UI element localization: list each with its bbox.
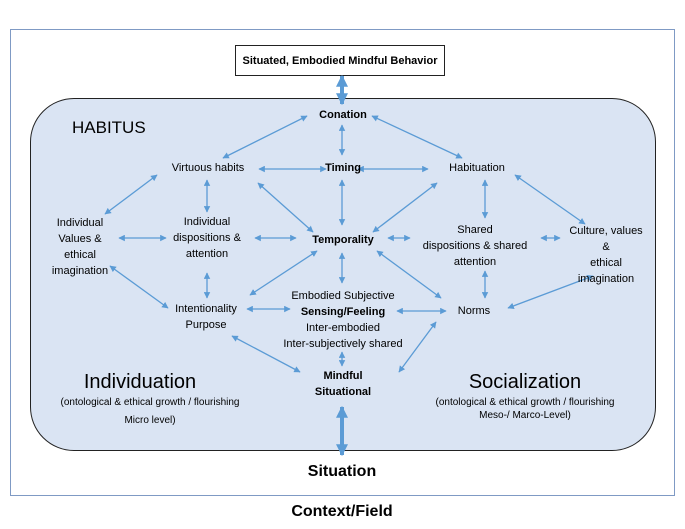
individuation-subtitle: (ontological & ethical growth / flourish… <box>60 397 240 408</box>
behavior-box: Situated, Embodied Mindful Behavior <box>235 45 445 76</box>
mindful-node: Mindful Situational <box>300 368 386 400</box>
individual-dispositions-line: Individual <box>183 216 231 228</box>
embodied-line: Sensing/Feeling <box>300 306 386 318</box>
intentionality-line: Purpose <box>185 319 227 331</box>
individual-dispositions-line: attention <box>185 248 229 260</box>
embodied-line: Embodied Subjective <box>291 290 395 302</box>
shared-dispositions-node: Shared dispositions & shared attention <box>410 222 540 270</box>
connector-arrow <box>372 182 438 233</box>
individual-values-line: Individual <box>56 217 104 229</box>
connector-arrow <box>231 335 301 373</box>
culture-line: ethical <box>590 257 622 269</box>
context-field-label: Context/Field <box>291 503 393 520</box>
individual-values-line: Values & <box>58 233 102 245</box>
habituation-node: Habituation <box>449 162 505 174</box>
situation-label: Situation <box>307 463 377 480</box>
conation-node: Conation <box>319 109 367 121</box>
connector-arrow <box>507 275 594 309</box>
culture-line: Culture, values <box>569 225 643 237</box>
shared-dispositions-line: Shared <box>457 224 493 236</box>
mindful-line: Situational <box>314 386 372 398</box>
individuation-title: Individuation <box>83 371 197 393</box>
socialization-subtitle: (ontological & ethical growth / flourish… <box>435 397 615 408</box>
individual-dispositions-line: dispositions & <box>173 232 241 244</box>
intentionality-line: Intentionality <box>175 303 237 315</box>
individual-dispositions-node: Individual dispositions & attention <box>162 214 252 262</box>
embodied-node: Embodied Subjective Sensing/Feeling Inte… <box>270 288 416 352</box>
connector-arrow <box>514 174 586 225</box>
shared-dispositions-line: attention <box>453 256 497 268</box>
embodied-line: Inter-subjectively shared <box>283 338 403 350</box>
shared-dispositions-line: dispositions & shared <box>422 240 528 252</box>
socialization-level: Meso-/ Marco-Level) <box>479 410 571 421</box>
temporality-node: Temporality <box>312 234 374 246</box>
behavior-label: Situated, Embodied Mindful Behavior <box>242 54 438 67</box>
timing-node: Timing <box>325 162 361 174</box>
culture-line: imagination <box>577 273 635 285</box>
connector-arrow <box>376 250 442 299</box>
individuation-level: Micro level) <box>124 415 176 426</box>
individual-values-node: Individual Values & ethical imagination <box>40 215 120 279</box>
mindful-line: Mindful <box>323 370 363 382</box>
connector-arrow <box>222 115 308 159</box>
connector-arrow <box>249 250 318 296</box>
culture-line: & <box>602 241 610 253</box>
connector-arrow <box>109 265 169 309</box>
individual-values-line: ethical <box>64 249 96 261</box>
connector-arrow <box>371 115 463 159</box>
connector-arrow <box>257 182 314 233</box>
connector-arrow <box>398 321 437 373</box>
virtuous-habits-node: Virtuous habits <box>171 162 245 174</box>
embodied-line: Inter-embodied <box>306 322 380 334</box>
socialization-title: Socialization <box>468 371 582 393</box>
norms-node: Norms <box>457 305 491 317</box>
connector-arrow <box>104 174 158 215</box>
intentionality-node: Intentionality Purpose <box>165 301 247 333</box>
context-field-frame <box>10 29 675 496</box>
habitus-label: HABITUS <box>72 118 146 137</box>
individual-values-line: imagination <box>51 265 109 277</box>
culture-values-node: Culture, values & ethical imagination <box>560 223 652 287</box>
